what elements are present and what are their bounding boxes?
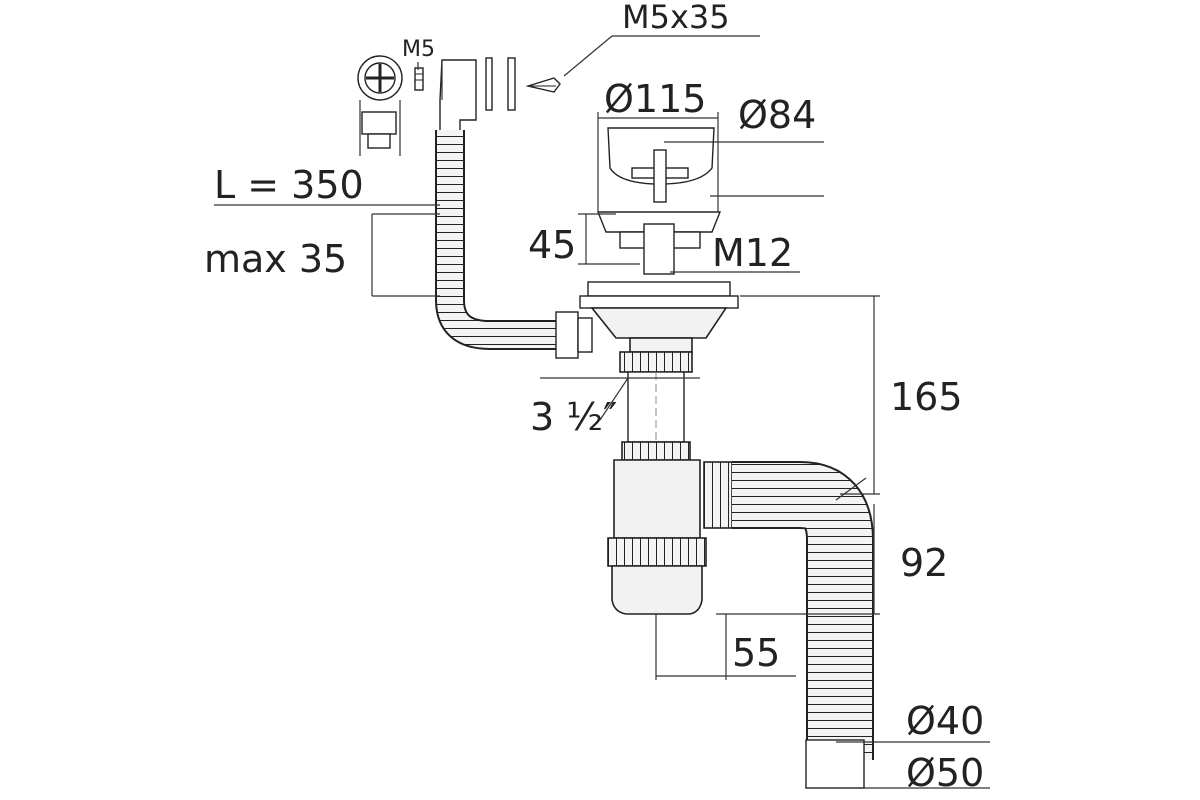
bottle-trap <box>607 459 707 615</box>
label-m5x35: M5x35 <box>622 0 730 36</box>
label-w55: 55 <box>732 631 780 675</box>
sink-drain-body <box>579 211 739 353</box>
label-h165: 165 <box>890 375 963 419</box>
overflow-screw-m5 <box>414 67 424 91</box>
label-max35: max 35 <box>204 237 347 281</box>
label-size312: 3 ½″ <box>530 395 617 439</box>
label-m12: M12 <box>712 231 793 275</box>
label-d115: Ø115 <box>604 77 706 121</box>
overflow-elbow <box>439 59 477 137</box>
label-l350: L = 350 <box>214 163 364 207</box>
label-d84: Ø84 <box>738 93 816 137</box>
trap-nut <box>621 441 691 461</box>
label-m5: M5 <box>402 37 435 62</box>
label-h45: 45 <box>528 223 576 267</box>
overflow-grate <box>357 55 403 156</box>
strainer-basket <box>607 127 715 203</box>
tailpiece-pipe <box>627 371 685 443</box>
overflow-hose-nut <box>555 311 593 359</box>
overflow-washers <box>485 57 516 111</box>
bolt-m5x35 <box>525 77 561 93</box>
label-h92: 92 <box>900 541 948 585</box>
label-d50: Ø50 <box>906 751 984 795</box>
upper-nut <box>619 351 693 373</box>
hose-end-connector <box>805 739 865 789</box>
label-d40: Ø40 <box>906 699 984 743</box>
trap-outlet-nut <box>703 461 733 529</box>
